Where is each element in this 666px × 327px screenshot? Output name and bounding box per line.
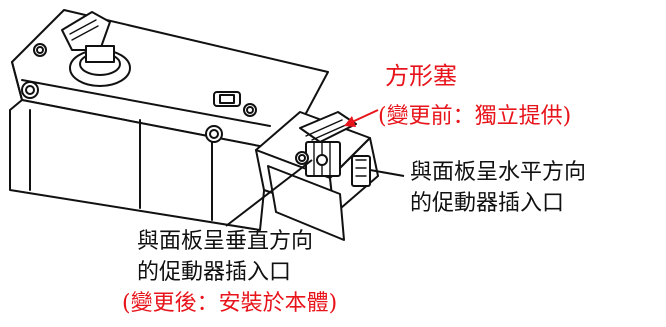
vertical-inlet-line2: 的促動器插入口 [137, 260, 292, 285]
horizontal-inlet-line2: 的促動器插入口 [410, 191, 565, 216]
actuator-head [255, 111, 379, 241]
vertical-inlet-note: (變更後：安裝於本體) [122, 291, 338, 316]
top-screws [21, 43, 257, 143]
horizontal-inlet-line1: 與面板呈水平方向 [410, 160, 587, 185]
leader-vertical-inlet [225, 159, 313, 227]
square-plug-note: (變更前：獨立提供) [378, 104, 572, 129]
key-cap [61, 11, 131, 87]
plug-arrow [344, 109, 379, 127]
top-window [213, 91, 241, 107]
leader-horizontal-inlet [369, 169, 405, 177]
vertical-inlet-line1: 與面板呈垂直方向 [137, 229, 314, 254]
square-plug-title: 方形塞 [385, 62, 457, 90]
